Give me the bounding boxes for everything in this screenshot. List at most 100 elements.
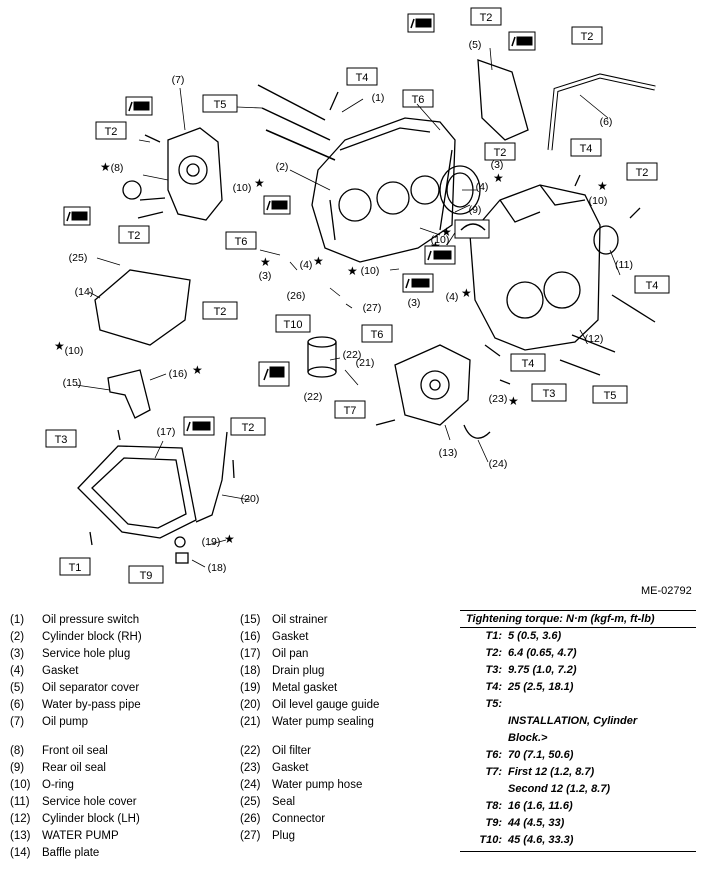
torque-value: 16 (1.6, 11.6) <box>508 800 573 812</box>
callout-17: (17) <box>157 426 176 438</box>
cylinder-block-rh-drawing <box>311 117 456 263</box>
torque-tag-t6: T6 <box>412 94 425 106</box>
torque-row: T5: <box>460 696 696 713</box>
legend-number: (13) <box>10 830 31 842</box>
legend-item: (8)Front oil seal <box>10 743 142 760</box>
torque-tag-t4: T4 <box>356 72 369 84</box>
torque-value: 70 (7.1, 50.6) <box>508 749 574 761</box>
torque-key: T4: <box>485 681 503 693</box>
legend-item: (24)Water pump hose <box>240 777 379 794</box>
torque-tag-t1: T1 <box>69 562 82 574</box>
callout-4: (4) <box>476 181 489 193</box>
legend-text: Plug <box>272 830 296 842</box>
legend-item: (5) Oil separator cover <box>10 680 142 697</box>
legend-number: (20) <box>240 699 261 711</box>
torque-tag-t2: T2 <box>214 306 227 318</box>
legend-text: Oil pan <box>272 648 309 660</box>
torque-value <box>508 696 696 713</box>
service-hole-cover-drawing <box>593 225 619 255</box>
callout-4: (4) <box>300 259 313 271</box>
callout-10: (10) <box>589 195 608 207</box>
legend-text: Water by-pass pipe <box>42 699 141 711</box>
torque-value: 44 (4.5, 33) <box>508 817 565 829</box>
oil-pump-drawing <box>167 127 223 221</box>
legend-item: (1)Oil pressure switch <box>10 612 142 629</box>
legend-text: Water pump sealing <box>272 716 374 728</box>
parts-legend-left: (1)Oil pressure switch (2)Cylinder block… <box>10 612 142 862</box>
legend-text: Rear oil seal <box>42 762 106 774</box>
svg-text:★: ★ <box>508 394 519 408</box>
legend-number: (7) <box>10 716 25 728</box>
svg-text:★: ★ <box>493 171 504 185</box>
legend-text: Gasket <box>272 762 309 774</box>
legend-number: (18) <box>240 665 261 677</box>
legend-item: (14)Baffle plate <box>10 845 142 862</box>
torque-row: T8: 16 (1.6, 11.6) <box>460 798 696 815</box>
callout-4: (4) <box>446 291 459 303</box>
legend-item: (11)Service hole cover <box>10 794 142 811</box>
legend-item: (9) Rear oil seal <box>10 760 142 777</box>
legend-number: (9) <box>10 762 25 774</box>
legend-text: Oil separator cover <box>42 682 140 694</box>
svg-text:★: ★ <box>597 179 608 193</box>
legend-number: (26) <box>240 813 261 825</box>
callout-10: (10) <box>65 345 84 357</box>
legend-number: (2) <box>10 631 25 643</box>
legend-number: (16) <box>240 631 261 643</box>
legend-item: (16) Gasket <box>240 629 379 646</box>
legend-item: (13)WATER PUMP <box>10 828 142 845</box>
legend-text: Gasket <box>42 665 79 677</box>
parts-legend-middle: (15)Oil strainer (16)Gasket (17)Oil pan … <box>240 612 379 845</box>
legend-number: (25) <box>240 796 261 808</box>
legend-number: (22) <box>240 745 261 757</box>
legend-item: (18)Drain plug <box>240 663 379 680</box>
torque-row: T2:6.4 (0.65, 4.7) <box>460 645 696 662</box>
front-oil-seal-drawing <box>122 180 142 200</box>
legend-number: (14) <box>10 847 31 859</box>
callout-15: (15) <box>63 377 82 389</box>
legend-number: (5) <box>10 682 25 694</box>
callout-9: (9) <box>469 204 482 216</box>
torque-key: T8: <box>485 800 503 812</box>
legend-text: Front oil seal <box>42 745 108 757</box>
torque-tag-t5: T5 <box>214 99 227 111</box>
torque-tag-t2: T2 <box>128 230 141 242</box>
torque-tag-t4: T4 <box>646 280 659 292</box>
torque-table-title: Tightening torque: N·m (kgf-m, ft-lb) <box>460 610 696 628</box>
legend-item: (21)Water pump sealing <box>240 714 379 731</box>
svg-text:★: ★ <box>254 176 265 190</box>
water-pump-drawing <box>394 344 471 426</box>
legend-item: (12)Cylinder block (LH) <box>10 811 142 828</box>
torque-row: T9:44 (4.5, 33) <box>460 815 696 832</box>
legend-item: (26)Connector <box>240 811 379 828</box>
legend-number: (4) <box>10 665 25 677</box>
callout-23: (23) <box>489 393 508 405</box>
callout-6: (6) <box>600 116 613 128</box>
torque-tag-t4: T4 <box>580 143 593 155</box>
torque-tag-t3: T3 <box>55 434 68 446</box>
callout-27: (27) <box>363 302 382 314</box>
torque-tag-t2: T2 <box>494 147 507 159</box>
legend-number: (17) <box>240 648 261 660</box>
legend-text: Gasket <box>272 631 309 643</box>
callout-21: (21) <box>356 357 375 369</box>
svg-text:★: ★ <box>192 363 203 377</box>
legend-text: Cylinder block (LH) <box>42 813 140 825</box>
legend-item: (25) Seal <box>240 794 379 811</box>
legend-item: (3)Service hole plug <box>10 646 142 663</box>
legend-text: Oil strainer <box>272 614 328 626</box>
torque-key: T6: <box>485 749 503 761</box>
legend-text: Seal <box>272 796 296 808</box>
oil-level-gauge-guide-drawing <box>195 431 228 523</box>
legend-text: Oil level gauge guide <box>272 699 380 711</box>
svg-text:★: ★ <box>100 160 111 174</box>
torque-tag-t9: T9 <box>140 570 153 582</box>
legend-number: (19) <box>240 682 261 694</box>
callout-2: (2) <box>276 161 289 173</box>
callout-3: (3) <box>259 270 272 282</box>
legend-item: (2)Cylinder block (RH) <box>10 629 142 646</box>
torque-value: 6.4 (0.65, 4.7) <box>508 647 577 659</box>
torque-row: T7:First 12 (1.2, 8.7) Second 12 (1.2, 8… <box>460 764 696 798</box>
torque-key: T1: <box>485 630 503 642</box>
legend-item: (23)Gasket <box>240 760 379 777</box>
